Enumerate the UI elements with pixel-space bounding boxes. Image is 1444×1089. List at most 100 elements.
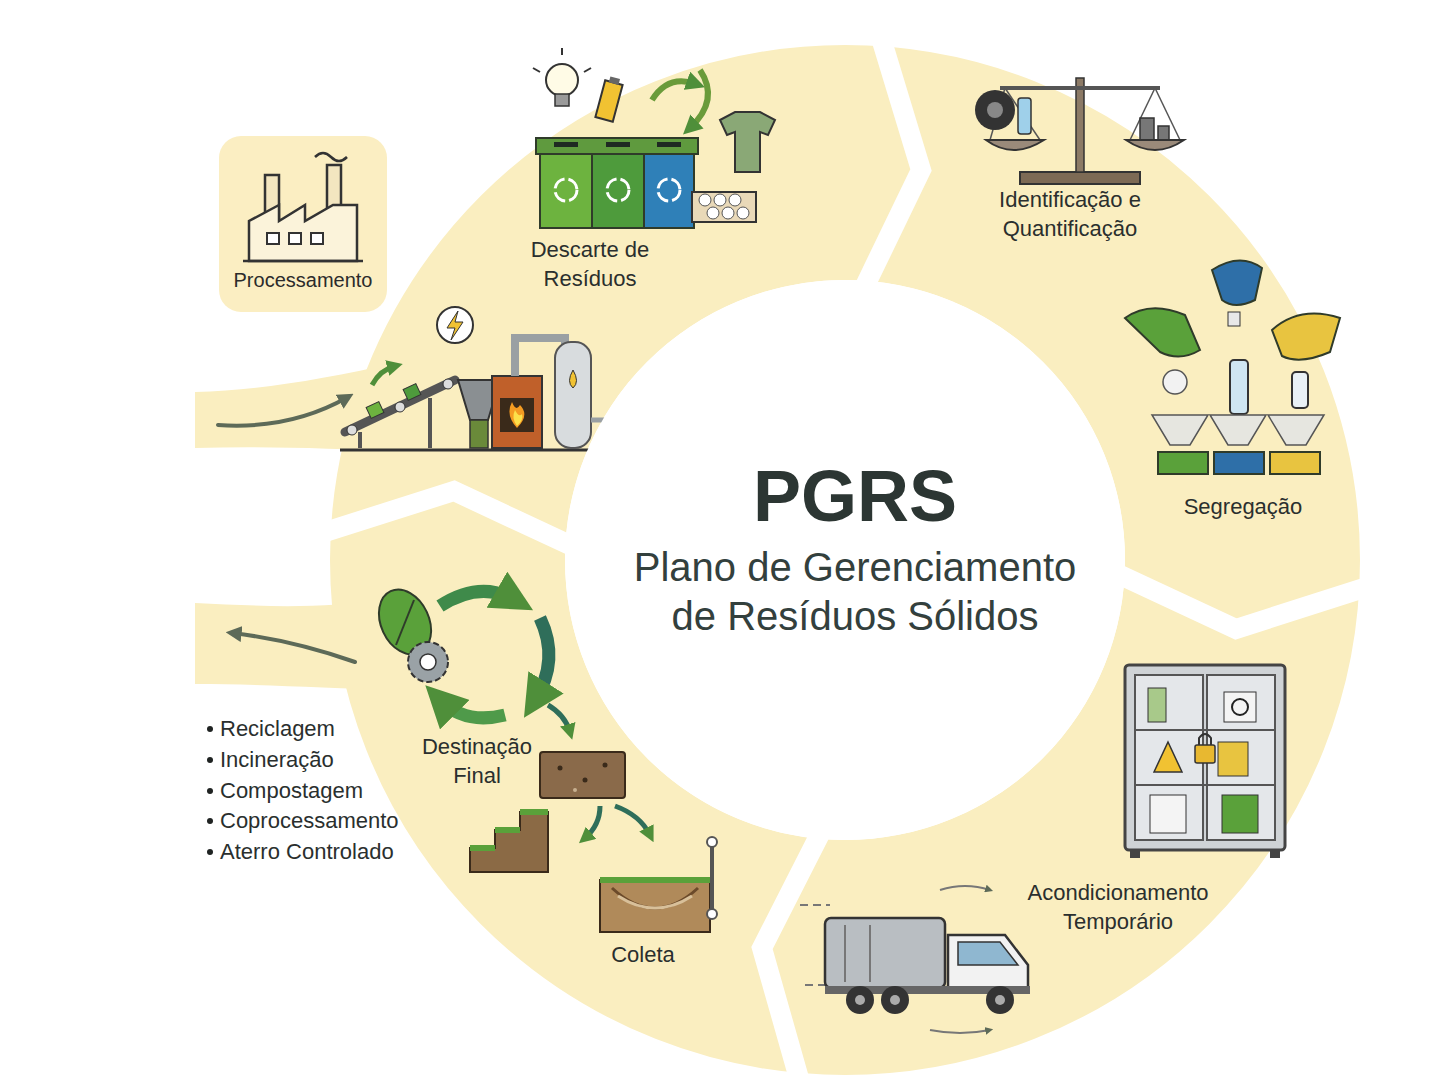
waste-bins-icon-part <box>555 94 569 106</box>
truck-icon-part <box>881 986 909 1014</box>
stage-name: Descarte de Resíduos <box>520 236 660 293</box>
destination-icon-part <box>612 888 698 908</box>
list-text: Aterro Controlado <box>220 838 394 867</box>
destination-icon-part <box>470 812 548 848</box>
storage-cabinet-icon-part <box>1195 745 1215 763</box>
process-box: Processamento <box>218 135 388 313</box>
storage-cabinet-icon-part <box>1224 692 1256 722</box>
scale-icon-part <box>975 90 1015 130</box>
factory-icon-part <box>315 153 347 161</box>
processing-plant-icon-part <box>555 342 591 448</box>
destination-icon-part <box>408 642 448 682</box>
storage-cabinet-icon-part <box>1199 734 1211 745</box>
scale-icon-part <box>1126 140 1184 150</box>
scale-icon-part <box>986 140 1044 150</box>
waste-bins-icon-part <box>692 192 756 222</box>
processing-plant-icon-part <box>513 410 522 426</box>
scale-icon-part <box>1130 88 1155 140</box>
destination-icon-part <box>558 766 563 771</box>
waste-bins-icon-part <box>546 64 578 96</box>
truck-icon-part <box>825 918 945 988</box>
segregation-icon-part <box>1270 452 1320 474</box>
truck-icon-part <box>844 925 846 982</box>
stage-label: Segregação <box>1163 493 1323 522</box>
waste-bins-icon <box>533 48 775 228</box>
list-item: Reciclagem <box>207 715 335 744</box>
storage-cabinet-icon-part <box>1270 850 1280 858</box>
list-item: Compostagem <box>207 777 363 806</box>
segregation-icon-part <box>1158 452 1208 474</box>
scale-icon-part <box>1018 98 1031 134</box>
stage-label: Descarte de Resíduos <box>520 236 660 293</box>
segregation-icon-part <box>1292 372 1308 408</box>
processing-plant-icon-part <box>345 380 455 432</box>
waste-bins-icon-part <box>595 80 622 121</box>
cycle-ring-part <box>448 163 1243 958</box>
list-item: Incineração <box>207 746 334 775</box>
destination-icon-part <box>470 812 548 872</box>
storage-cabinet-icon-part <box>1135 675 1203 840</box>
waste-bins-icon-part <box>533 68 540 72</box>
storage-cabinet-icon-part <box>1222 795 1258 833</box>
destination-icon-part <box>618 896 692 908</box>
waste-bins-icon-part <box>657 142 681 147</box>
destination-icon-part <box>603 763 608 768</box>
destination-icon-part <box>540 752 625 798</box>
list-text: Compostagem <box>220 777 363 806</box>
bullet-dot <box>207 818 213 824</box>
list-item: Aterro Controlado <box>207 838 394 867</box>
segregation-icon-part <box>1212 260 1262 305</box>
waste-bins-icon-part <box>699 194 711 206</box>
waste-bins-icon-part <box>592 152 644 228</box>
segregation-icon-part <box>1230 360 1248 414</box>
waste-bins-icon-part <box>729 194 741 206</box>
truck-icon-part <box>869 925 871 982</box>
truck-icon-part <box>940 886 990 890</box>
truck-icon-part <box>855 995 865 1005</box>
storage-cabinet-icon-part <box>1135 729 1275 731</box>
destination-icon-part <box>707 837 717 847</box>
segregation-icon-part <box>1210 415 1266 445</box>
truck-icon-part <box>986 986 1014 1014</box>
processing-plant-icon-part <box>447 311 463 340</box>
stage-name: Coleta <box>611 941 675 970</box>
ring-chevron-part <box>864 38 921 288</box>
cycle-ring <box>195 163 1243 958</box>
processing-plant-icon-part <box>428 398 432 448</box>
truck-icon-part <box>958 942 1018 965</box>
waste-bins-icon-part <box>561 48 563 55</box>
waste-bins-icon-part <box>595 75 624 121</box>
processing-plant-icon-part <box>347 425 357 435</box>
truck-icon-part <box>930 1030 990 1033</box>
scale-icon <box>975 78 1184 184</box>
storage-cabinet-icon-part <box>1150 795 1186 833</box>
waste-bins-icon-part <box>609 77 620 85</box>
node-label: Processamento <box>234 268 373 293</box>
list-text: Coprocessamento <box>220 807 399 836</box>
destination-icon-part <box>535 618 549 700</box>
storage-cabinet-icon <box>1125 665 1285 858</box>
destination-icon-part <box>583 778 588 783</box>
truck-icon <box>800 886 1030 1033</box>
center-circle-outline-part <box>565 280 1125 840</box>
stage-name: Identificação e Quantificação <box>985 186 1155 243</box>
segregation-icon-part <box>1125 308 1200 356</box>
segregation-icon-part <box>1163 370 1187 394</box>
waste-bins-icon-part <box>606 142 630 147</box>
waste-bins-icon-part <box>658 179 680 201</box>
waste-bins-icon-part <box>607 179 629 201</box>
processing-plant-icon-part <box>366 402 384 419</box>
waste-bins-icon-part <box>652 81 696 100</box>
cycle-ring-part <box>195 362 405 452</box>
flow-arrow-part <box>218 397 348 426</box>
scale-icon-part <box>1020 172 1140 184</box>
storage-cabinet-icon-part <box>1148 688 1166 722</box>
flow-arrow <box>218 397 355 662</box>
destination-icon-part <box>396 600 414 645</box>
segregation-icon-part <box>1228 312 1240 326</box>
list-item: Coprocessamento <box>207 807 399 836</box>
destination-icon-part <box>440 700 505 718</box>
center-title: PGRS <box>753 459 957 535</box>
stage-label: Destinação Final <box>415 733 540 790</box>
